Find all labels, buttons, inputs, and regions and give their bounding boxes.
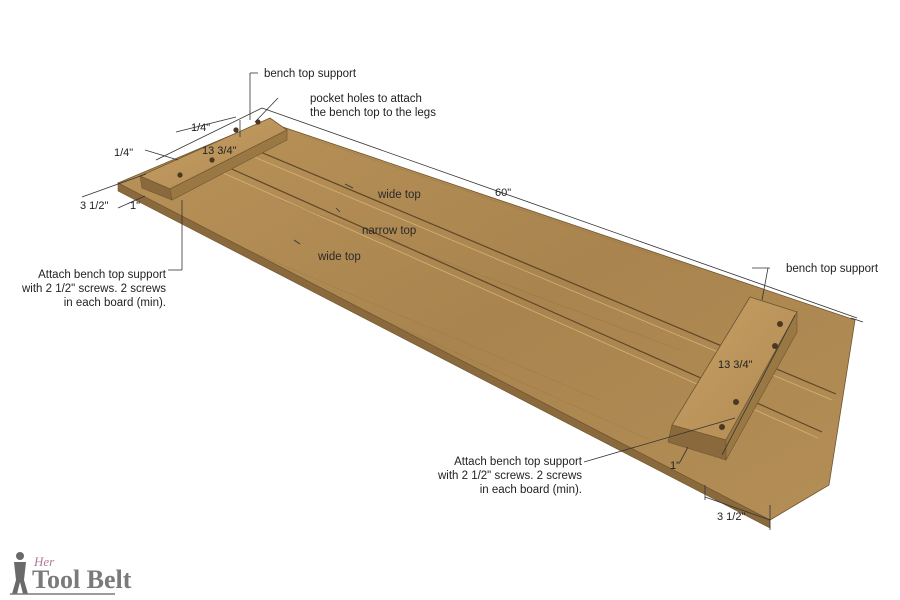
- attach-right-line2: with 2 1/2" screws. 2 screws: [437, 470, 582, 482]
- right-support-side-face: [725, 310, 798, 462]
- bench-top-support-label-right: bench top support: [786, 263, 879, 275]
- dim-offset-right: 1": [670, 460, 680, 472]
- bench-top-boards: [117, 120, 856, 529]
- attach-left-line1: Attach bench top support: [38, 269, 167, 281]
- right-support-hole-3: [733, 399, 739, 405]
- dim-support-width-right: 3 1/2": [717, 511, 745, 523]
- attach-right-line1: Attach bench top support: [454, 456, 583, 468]
- right-bench-top-support: [667, 296, 798, 462]
- dim-offset-left: 1": [130, 200, 140, 212]
- right-support-hole-2: [772, 343, 778, 349]
- logo-name-text: Tool Belt: [32, 565, 132, 594]
- pocket-holes-label-line1: pocket holes to attach: [310, 93, 422, 105]
- logo-her-text: Her: [33, 554, 55, 569]
- wide-top-label-2: wide top: [317, 251, 361, 263]
- dim-quarter-top: 1/4": [191, 122, 210, 134]
- logo-figure-icon: [12, 552, 28, 594]
- dim-support-width-left: 3 1/2": [80, 200, 108, 212]
- attach-right-line3: in each board (min).: [480, 484, 582, 496]
- attach-left-line2: with 2 1/2" screws. 2 screws: [21, 283, 166, 295]
- her-tool-belt-logo: Her Tool Belt: [10, 552, 132, 595]
- left-support-hole-2: [209, 157, 215, 163]
- pocket-holes-label-line2: the bench top to the legs: [310, 107, 436, 119]
- left-support-hole-3: [233, 127, 239, 133]
- dim-support-length-left: 13 3/4": [202, 145, 237, 157]
- right-support-hole-4: [719, 424, 725, 430]
- left-support-hole-1: [177, 172, 183, 178]
- attach-left-line3: in each board (min).: [64, 297, 166, 309]
- wide-top-label-1: wide top: [377, 189, 421, 201]
- dim-quarter-left: 1/4": [114, 147, 133, 159]
- bench-top-support-label-top: bench top support: [264, 68, 357, 80]
- right-support-hole-1: [777, 321, 783, 327]
- left-support-side-face: [169, 129, 288, 201]
- left-support-hole-4: [255, 119, 261, 125]
- dim-total-length: 60": [495, 187, 511, 199]
- left-bench-top-support: [139, 117, 288, 201]
- dim-support-length-right: 13 3/4": [718, 359, 753, 371]
- narrow-top-label: narrow top: [362, 225, 416, 237]
- leader-lines: [81, 72, 864, 530]
